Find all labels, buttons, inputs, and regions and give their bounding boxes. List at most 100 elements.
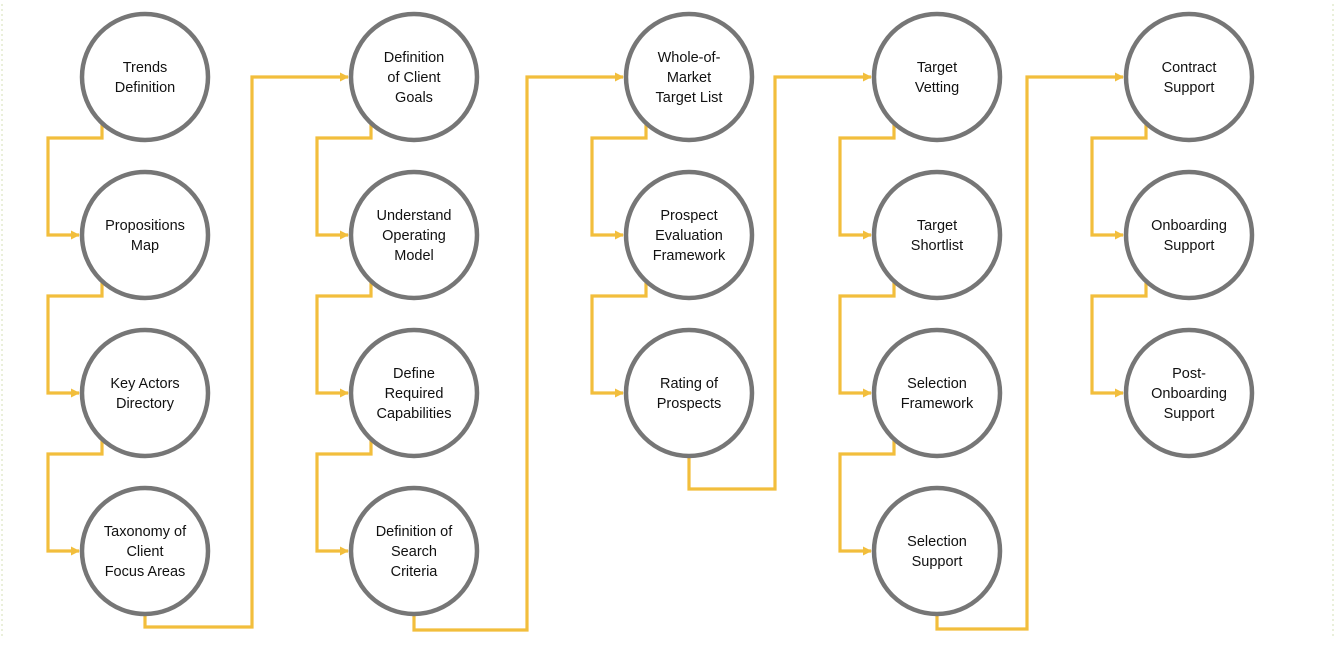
connector-col4-step2 [838, 282, 896, 398]
node-circle [1123, 327, 1255, 459]
node-circle [871, 485, 1003, 617]
connector-col4-to-col5 [935, 72, 1124, 631]
connector-col4-step3 [838, 440, 896, 556]
node-label-line: Target List [656, 90, 723, 106]
node-circle [1123, 169, 1255, 301]
process-node-col3-3: Rating of Prospects [623, 327, 755, 459]
node-label-line: Prospects [657, 396, 721, 412]
node-circle [348, 485, 480, 617]
node-label-line: Directory [116, 396, 175, 412]
connector-col4-step1 [838, 124, 896, 240]
node-label-line: Selection [907, 534, 967, 550]
node-circle [871, 327, 1003, 459]
node-label-line: Definition of [376, 524, 454, 540]
node-label-line: Map [131, 238, 159, 254]
connector-col1-step3 [46, 440, 104, 556]
node-label-line: Evaluation [655, 228, 723, 244]
node-label-line: Define [393, 366, 435, 382]
node-label-line: Rating of [660, 376, 719, 392]
node-circle [623, 11, 755, 143]
node-label-line: Framework [653, 248, 726, 264]
node-label-line: Support [1164, 80, 1215, 96]
node-label-line: Prospect [660, 208, 717, 224]
connector-col3-to-col4 [687, 72, 872, 491]
node-circle [79, 327, 211, 459]
connector-col1-step1 [46, 124, 104, 240]
node-label-line: of Client [387, 70, 440, 86]
node-label-line: Target [917, 218, 957, 234]
node-circle [623, 327, 755, 459]
node-label-line: Definition [115, 80, 175, 96]
connector-col5-step1 [1090, 124, 1148, 240]
node-label-line: Required [385, 386, 444, 402]
node-label-line: Definition [384, 50, 444, 66]
node-circle [871, 169, 1003, 301]
node-circle [79, 169, 211, 301]
node-label-line: Post- [1172, 366, 1206, 382]
node-label-line: Trends [123, 60, 168, 76]
node-label-line: Support [1164, 406, 1215, 422]
node-label-line: Selection [907, 376, 967, 392]
node-label-line: Shortlist [911, 238, 963, 254]
node-label-line: Taxonomy of [104, 524, 187, 540]
node-label-line: Support [912, 554, 963, 570]
node-circle [79, 485, 211, 617]
node-label-line: Contract [1162, 60, 1217, 76]
connector-col3-step1 [590, 124, 648, 240]
node-circle [348, 169, 480, 301]
node-label-line: Market [667, 70, 711, 86]
node-circle [348, 11, 480, 143]
connector-col5-step2 [1090, 282, 1148, 398]
node-label-line: Framework [901, 396, 974, 412]
node-label-line: Operating [382, 228, 446, 244]
node-label-line: Whole-of- [658, 50, 721, 66]
connector-col3-step2 [590, 282, 648, 398]
node-circle [1123, 11, 1255, 143]
connector-col2-step1 [315, 124, 373, 240]
node-label-line: Support [1164, 238, 1215, 254]
node-label-line: Vetting [915, 80, 959, 96]
connector-col1-step2 [46, 282, 104, 398]
node-label-line: Propositions [105, 218, 185, 234]
node-circle [348, 327, 480, 459]
node-label-line: Understand [377, 208, 452, 224]
node-label-line: Focus Areas [105, 564, 186, 580]
node-label-line: Client [126, 544, 163, 560]
node-circle [623, 169, 755, 301]
node-label-line: Key Actors [110, 376, 179, 392]
connector-col2-step2 [315, 282, 373, 398]
node-label-line: Search [391, 544, 437, 560]
connector-lines [46, 72, 1148, 632]
node-label-line: Capabilities [377, 406, 452, 422]
connector-col2-to-col3 [412, 72, 624, 632]
node-label-line: Model [394, 248, 434, 264]
node-label-line: Target [917, 60, 957, 76]
node-label-line: Goals [395, 90, 433, 106]
connector-col1-to-col2 [143, 72, 349, 629]
node-circle [871, 11, 1003, 143]
node-label-line: Onboarding [1151, 386, 1227, 402]
node-label-line: Onboarding [1151, 218, 1227, 234]
node-circle [79, 11, 211, 143]
connector-col2-step3 [315, 440, 373, 556]
node-label-line: Criteria [391, 564, 439, 580]
